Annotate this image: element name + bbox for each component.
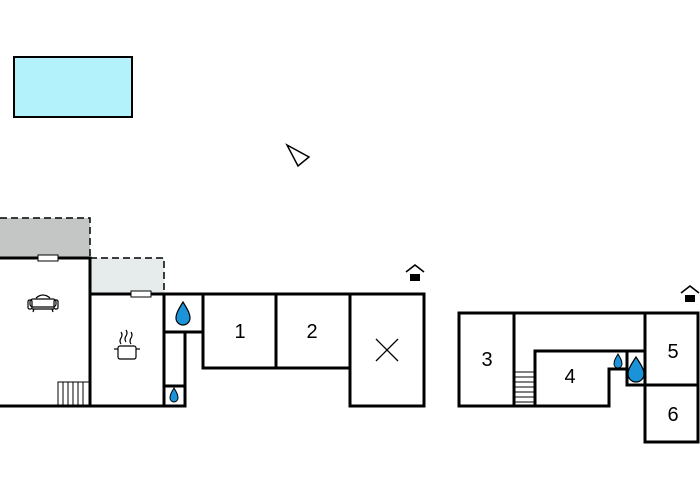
water-drop-icon: [169, 387, 179, 403]
pool: [13, 56, 133, 118]
water-drop-icon: [175, 300, 191, 326]
house-entrance-icon: [405, 263, 425, 281]
covered-terrace: [0, 218, 90, 258]
room-number-3: 3: [481, 349, 492, 371]
covered-terrace-edge: [0, 217, 91, 258]
open-terrace-edge: [90, 257, 165, 294]
sofa-icon: [27, 294, 59, 313]
room-number-1: 1: [234, 321, 245, 343]
room-number-6: 6: [667, 404, 678, 426]
water-drop-icon: [627, 355, 645, 383]
house-entrance-icon: [680, 284, 700, 302]
open-terrace: [90, 258, 164, 294]
wall-bath-room1: [164, 294, 205, 334]
cooking-pot-icon: [114, 329, 140, 360]
left-building-wall: [0, 256, 426, 408]
window: [37, 254, 59, 262]
room-number-5: 5: [667, 341, 678, 363]
room-number-4: 4: [564, 366, 575, 388]
stairs-icon: [57, 381, 90, 407]
cross-icon: [375, 338, 399, 362]
north-arrow-icon: [285, 143, 311, 168]
room-number-2: 2: [306, 321, 317, 343]
water-drop-icon: [613, 353, 623, 369]
right-building-wall: [457, 311, 700, 444]
window: [130, 290, 152, 298]
stairs-icon: [513, 371, 536, 407]
